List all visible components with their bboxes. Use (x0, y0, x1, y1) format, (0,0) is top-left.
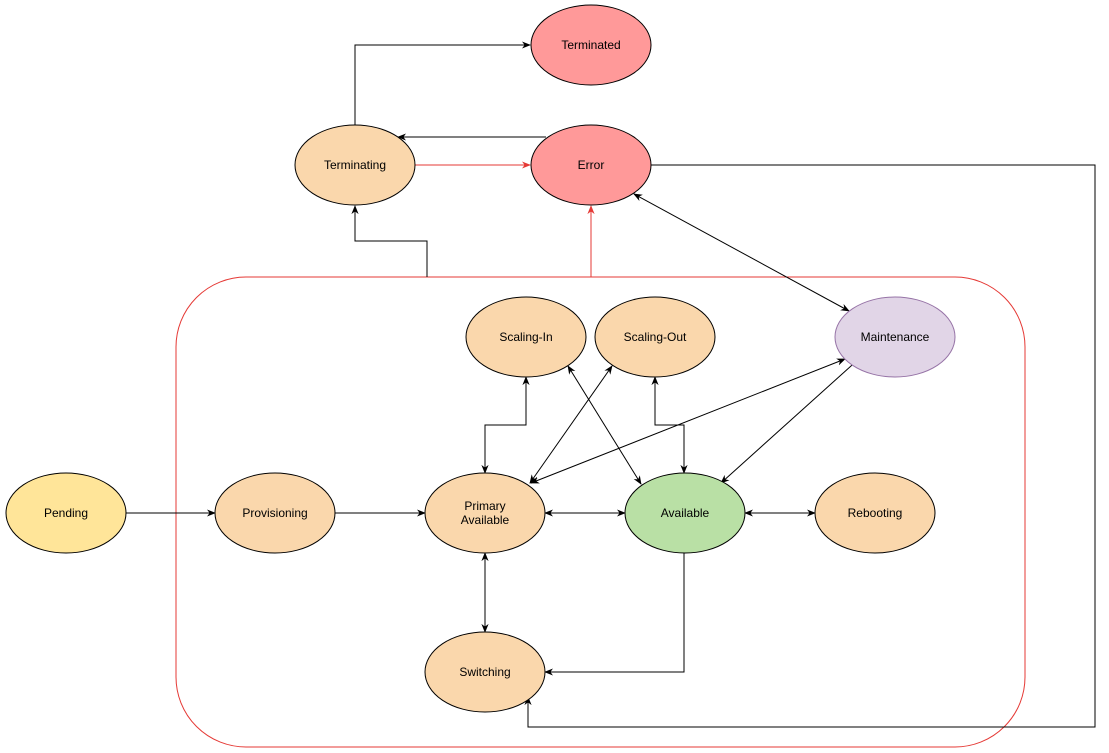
node-available: Available (624, 472, 746, 554)
edge-error-maintenance (633, 193, 850, 312)
edge-available-maintenance (720, 356, 862, 484)
edge-primary-maintenance (530, 358, 846, 484)
edge-primary-scaling-out (529, 365, 613, 484)
node-label-switching: Switching (459, 665, 510, 679)
nodes: Terminated Terminating Error Scaling-In … (5, 4, 956, 713)
node-label-rebooting: Rebooting (848, 506, 903, 520)
active-states-group (175, 276, 1026, 748)
edge-primary-scaling-in (481, 376, 530, 474)
node-label-scaling-in: Scaling-In (499, 330, 552, 344)
node-label-maintenance: Maintenance (861, 330, 930, 344)
node-scaling-in: Scaling-In (465, 296, 587, 378)
node-label-error: Error (578, 158, 605, 172)
edge-scaling-in-available (567, 365, 642, 485)
edges (126, 41, 1096, 728)
label-line: Primary (464, 499, 505, 513)
node-label-provisioning: Provisioning (242, 506, 307, 520)
node-label-scaling-out: Scaling-Out (624, 330, 687, 344)
node-terminating: Terminating (294, 124, 416, 206)
node-provisioning: Provisioning (214, 472, 336, 554)
node-error: Error (530, 124, 652, 206)
node-maintenance: Maintenance (834, 296, 956, 378)
node-rebooting: Rebooting (814, 472, 936, 554)
edge-terminating-to-terminated (354, 41, 531, 125)
edge-available-to-switching (544, 553, 685, 676)
node-label-terminating: Terminating (324, 158, 386, 172)
node-label-available: Available (661, 506, 710, 520)
edge-scaling-out-available (651, 376, 688, 474)
node-scaling-out: Scaling-Out (594, 296, 716, 378)
node-switching: Switching (424, 631, 546, 713)
edge-error-to-switching (524, 164, 1096, 728)
node-pending: Pending (5, 472, 127, 554)
node-label-pending: Pending (44, 506, 88, 520)
edge-group-to-terminating (351, 205, 428, 277)
node-terminated: Terminated (530, 4, 652, 86)
label-line: Available (461, 513, 510, 527)
node-label-terminated: Terminated (561, 38, 620, 52)
